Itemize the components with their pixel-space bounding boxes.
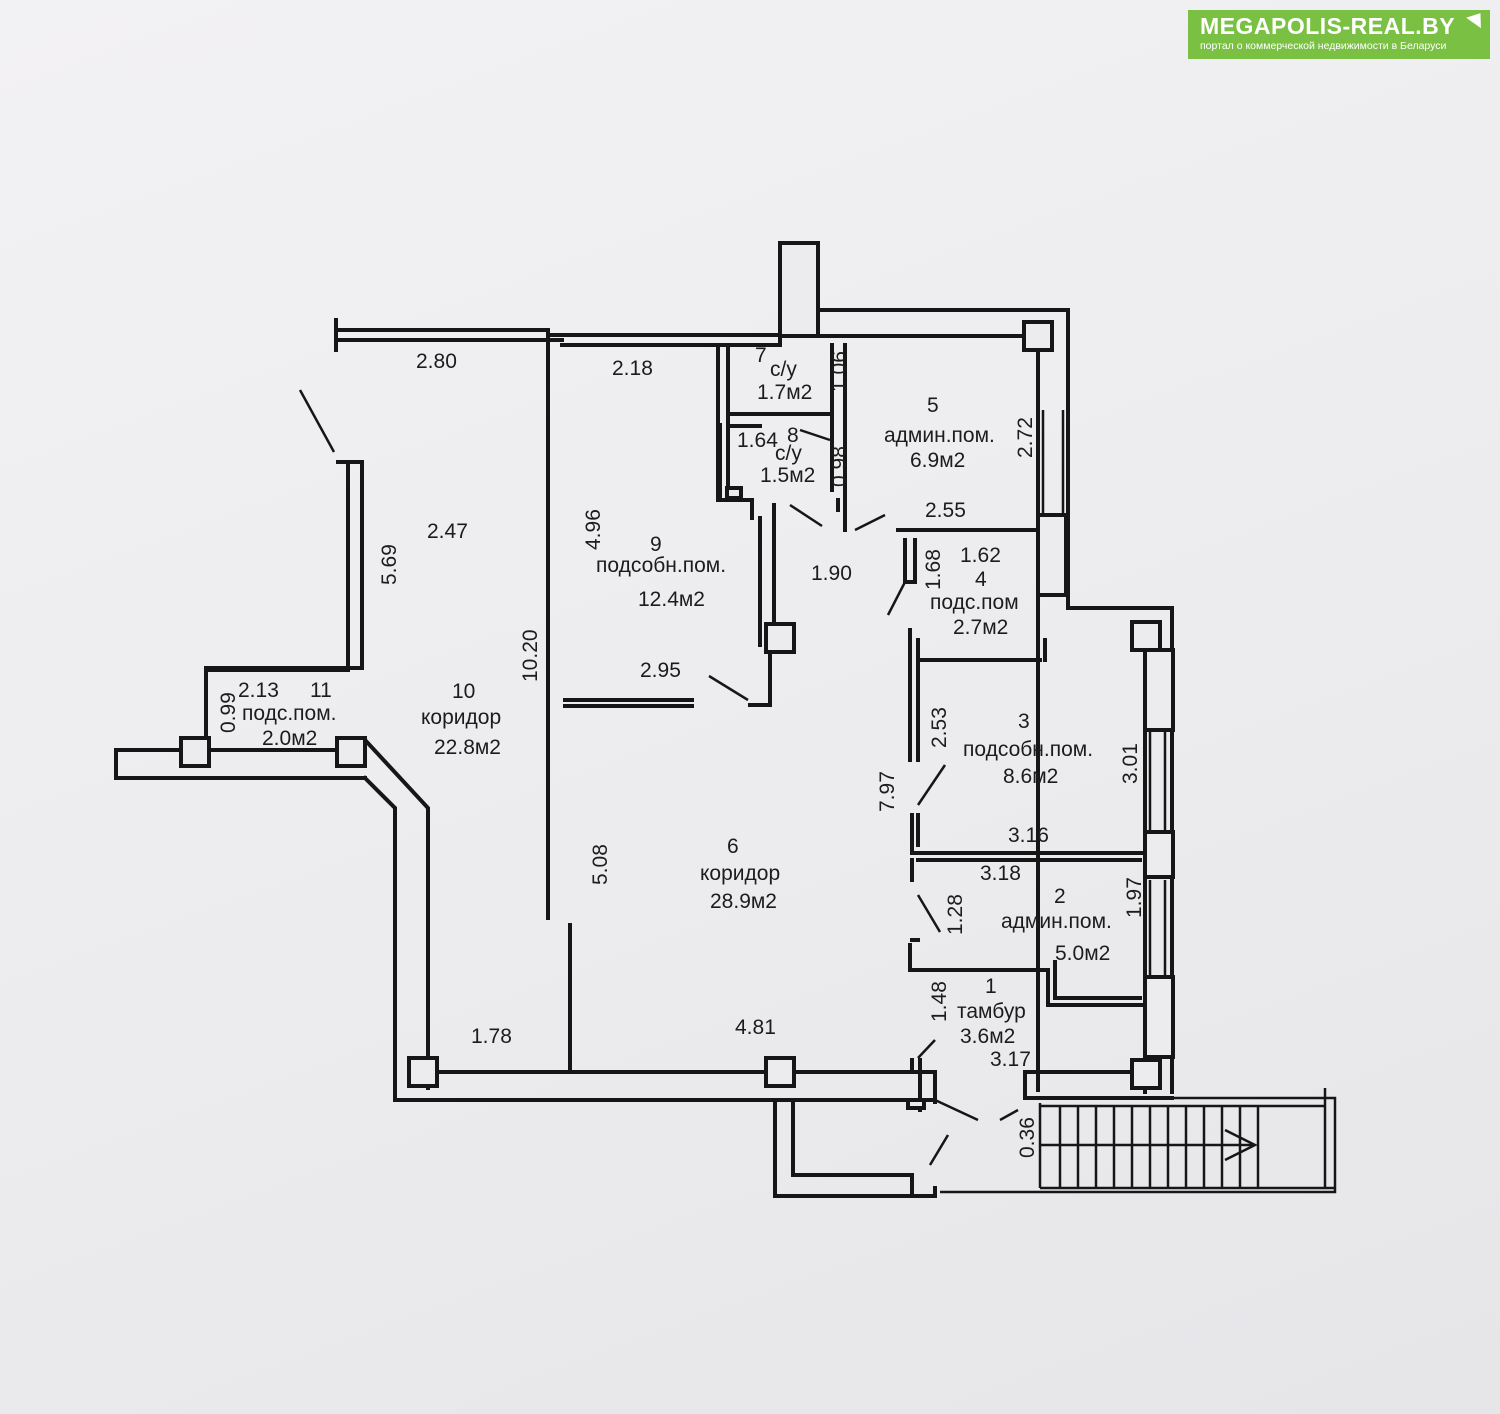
room-1-name: тамбур bbox=[957, 1000, 1026, 1023]
dim-label: 1.48 bbox=[928, 981, 951, 1022]
room-10-name: коридор bbox=[421, 706, 501, 729]
room-7-name: с/у bbox=[770, 358, 797, 381]
dim-label: 1.28 bbox=[944, 894, 967, 935]
dim-label: 2.53 bbox=[928, 707, 951, 748]
room-1-number: 1 bbox=[985, 975, 997, 998]
dim-label: 1.68 bbox=[922, 549, 945, 590]
room-7-number: 7 bbox=[755, 344, 767, 367]
dim-label: 7.97 bbox=[876, 771, 899, 812]
room-7-area: 1.7м2 bbox=[757, 381, 812, 404]
room-1-area: 3.6м2 bbox=[960, 1025, 1015, 1048]
dim-label: 2.95 bbox=[640, 659, 681, 682]
dim-label: 2.80 bbox=[416, 350, 457, 373]
dim-label: 3.17 bbox=[990, 1048, 1031, 1071]
room-6-number: 6 bbox=[727, 835, 739, 858]
room-11-number: 11 bbox=[310, 679, 332, 702]
dim-label: 1.06 bbox=[828, 351, 851, 392]
room-3-name: подсобн.пом. bbox=[963, 738, 1093, 761]
room-3-area: 8.6м2 bbox=[1003, 765, 1058, 788]
room-8-area: 1.5м2 bbox=[760, 464, 815, 487]
room-2-number: 2 bbox=[1054, 885, 1066, 908]
room-8-name: с/у bbox=[775, 442, 802, 465]
dim-label: 1.97 bbox=[1123, 877, 1146, 918]
room-11-area: 2.0м2 bbox=[262, 727, 317, 750]
room-10-number: 10 bbox=[452, 680, 475, 703]
room-11-name: подс.пом. bbox=[242, 702, 337, 725]
room-2-area: 5.0м2 bbox=[1055, 942, 1110, 965]
room-10-area: 22.8м2 bbox=[434, 736, 501, 759]
dim-label: 0.99 bbox=[217, 692, 240, 733]
dim-label: 3.16 bbox=[1008, 824, 1049, 847]
stairs bbox=[940, 1088, 1337, 1194]
dim-label: 1.62 bbox=[960, 544, 1001, 567]
dim-label: 2.72 bbox=[1014, 417, 1037, 458]
dim-label: 3.18 bbox=[980, 862, 1021, 885]
room-3-number: 3 bbox=[1018, 710, 1030, 733]
dim-label: 0.98 bbox=[828, 446, 851, 487]
room-8-number: 8 bbox=[787, 424, 799, 447]
room-6-area: 28.9м2 bbox=[710, 890, 777, 913]
dim-label: 1.90 bbox=[811, 562, 852, 585]
dim-label: 2.18 bbox=[612, 357, 653, 380]
dimension-labels: 2.80 2.18 2.47 1.64 2.55 1.90 1.62 2.95 … bbox=[217, 350, 1146, 1158]
room-9-area: 12.4м2 bbox=[638, 588, 705, 611]
room-9-number: 9 bbox=[650, 533, 662, 556]
dim-label: 2.13 bbox=[238, 679, 279, 702]
dim-label: 1.64 bbox=[737, 429, 778, 452]
dim-label: 1.78 bbox=[471, 1025, 512, 1048]
room-5-number: 5 bbox=[927, 394, 939, 417]
room-5-area: 6.9м2 bbox=[910, 449, 965, 472]
dim-label: 2.55 bbox=[925, 499, 966, 522]
dim-label: 0.36 bbox=[1016, 1117, 1039, 1158]
room-6-name: коридор bbox=[700, 862, 780, 885]
room-2-name: админ.пом. bbox=[1001, 910, 1112, 933]
dim-label: 5.08 bbox=[589, 844, 612, 885]
dim-label: 4.81 bbox=[735, 1016, 776, 1039]
logo-brand-text: MEGAPOLIS-REAL.BY bbox=[1200, 13, 1456, 39]
room-labels: 7 с/у 1.7м2 8 с/у 1.5м2 5 админ.пом. 6.9… bbox=[242, 344, 1112, 1048]
dim-label: 10.20 bbox=[519, 629, 542, 682]
room-4-name: подс.пом bbox=[930, 591, 1019, 614]
logo-subtitle: портал о коммерческой недвижимости в Бел… bbox=[1200, 40, 1447, 52]
site-logo[interactable]: MEGAPOLIS-REAL.BY портал о коммерческой … bbox=[1188, 7, 1490, 59]
dim-label: 2.47 bbox=[427, 520, 468, 543]
room-9-name: подсобн.пом. bbox=[596, 554, 726, 577]
dim-label: 4.96 bbox=[582, 509, 605, 550]
room-4-number: 4 bbox=[975, 568, 987, 591]
doors bbox=[298, 389, 1019, 1166]
dim-label: 3.01 bbox=[1119, 743, 1142, 784]
dim-label: 5.69 bbox=[378, 544, 401, 585]
columns bbox=[179, 241, 1175, 1110]
room-4-area: 2.7м2 bbox=[953, 616, 1008, 639]
room-5-name: админ.пом. bbox=[884, 424, 995, 447]
windows bbox=[1041, 410, 1167, 975]
